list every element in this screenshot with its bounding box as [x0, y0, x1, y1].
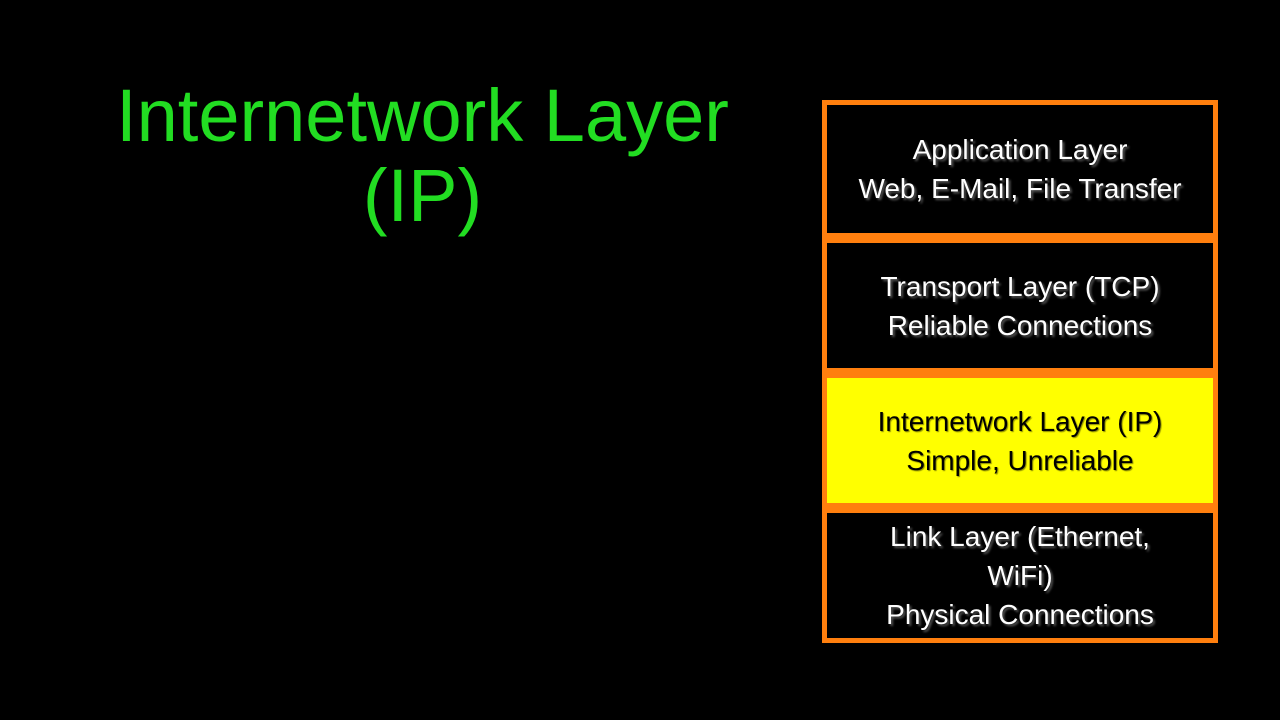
layer-internetwork-description: Simple, Unreliable — [906, 444, 1134, 476]
layer-link-name-continued: WiFi) — [987, 560, 1053, 591]
layer-application: Application Layer Web, E-Mail, File Tran… — [822, 100, 1218, 238]
layer-application-description: Web, E-Mail, File Transfer — [858, 173, 1182, 204]
layer-link-description: Physical Connections — [886, 599, 1154, 630]
slide-title-line-1: Internetwork Layer — [116, 74, 729, 157]
layer-link: Link Layer (Ethernet, WiFi) Physical Con… — [822, 508, 1218, 643]
layer-internetwork-highlighted: Internetwork Layer (IP) Simple, Unreliab… — [822, 373, 1218, 508]
slide-title-line-2: (IP) — [362, 154, 483, 237]
layer-transport: Transport Layer (TCP) Reliable Connectio… — [822, 238, 1218, 373]
layer-transport-name: Transport Layer (TCP) — [880, 270, 1160, 302]
layer-application-name: Application Layer — [912, 134, 1128, 165]
slide-title: Internetwork Layer (IP) — [60, 76, 785, 236]
layer-link-name: Link Layer (Ethernet, — [890, 521, 1150, 552]
layer-transport-description: Reliable Connections — [887, 309, 1153, 341]
layer-internetwork-name: Internetwork Layer (IP) — [877, 405, 1163, 437]
protocol-layer-stack: Application Layer Web, E-Mail, File Tran… — [822, 100, 1218, 643]
